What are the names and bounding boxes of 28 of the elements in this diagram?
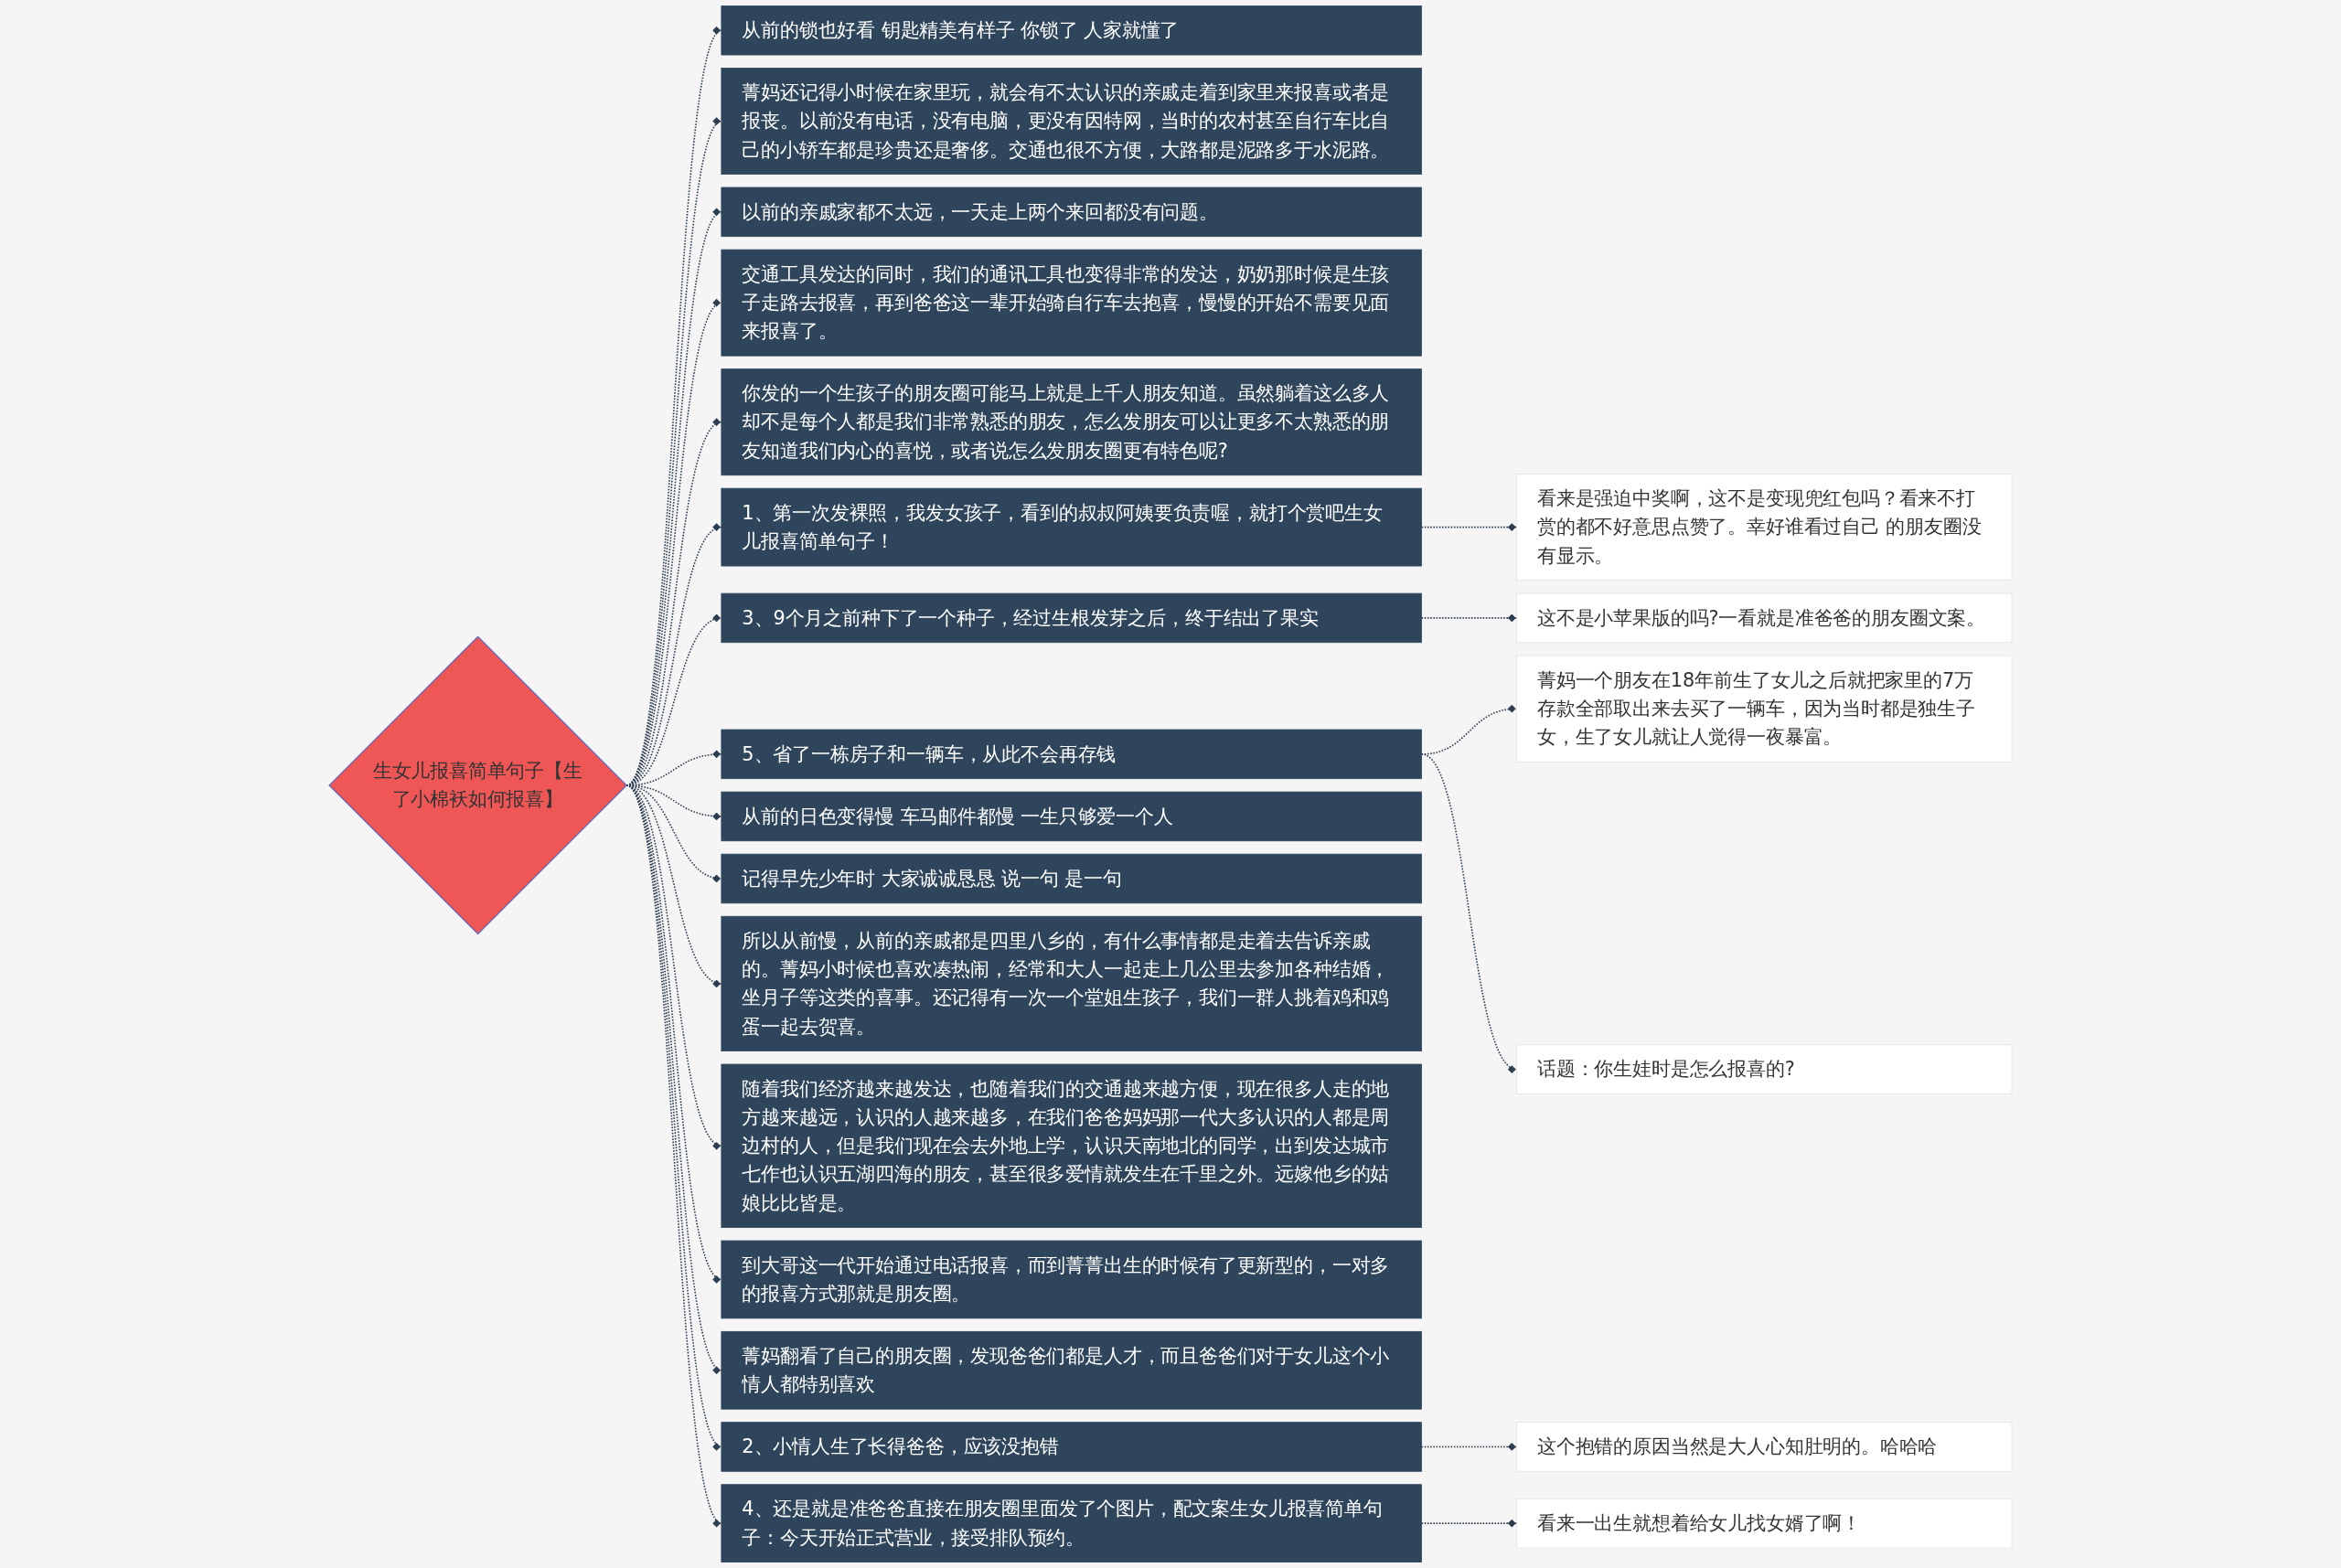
node-box: 从前的日色变得慢 车马邮件都慢 一生只够爱一个人 xyxy=(721,791,1422,842)
node-box: 话题：你生娃时是怎么报喜的? xyxy=(1516,1044,2013,1094)
node-box: 4、还是就是准爸爸直接在朋友圈里面发了个图片，配文案生女儿报喜简单句子：今天开始正式营业，接受排队预约。 xyxy=(721,1484,1422,1563)
node-box: 从前的锁也好看 钥匙精美有样子 你锁了 人家就懂了 xyxy=(721,5,1422,56)
connector xyxy=(1420,1443,1518,1451)
node-box: 3、9个月之前种下了一个种子，经过生根发芽之后，终于结出了果实 xyxy=(721,592,1422,644)
node-box: 所以从前慢，从前的亲戚都是四里八乡的，有什么事情都是走着去告诉亲戚的。菁妈小时候也喜欢凑热闹，经常和大人一起走上几公里去参加各种结婚，坐月子等这类的喜事。还记得有一次一个堂姐生孩子，我们一群人挑着鸡和鸡蛋一起去贺喜。 xyxy=(721,915,1422,1051)
node-box: 随着我们经济越来越发达，也随着我们的交通越来越方便，现在很多人走的地方越来越远，认识的人越来越多，在我们爸爸妈妈那一代大多认识的人都是周边村的人，但是我们现在会去外地上学，认识天南地北的同学，出到发达城市七作也认识五湖四海的朋友，甚至很多爱情就发生在千里之外。远嫁他乡的姑娘比比皆是。 xyxy=(721,1063,1422,1228)
connector xyxy=(1420,753,1518,1071)
node-box: 5、省了一栋房子和一辆车，从此不会再存钱 xyxy=(721,729,1422,780)
node-box: 看来一出生就想着给女儿找女婿了啊！ xyxy=(1516,1498,2013,1549)
node-box: 以前的亲戚家都不太远，一天走上两个来回都没有问题。 xyxy=(721,187,1422,238)
node-box: 菁妈翻看了自己的朋友圈，发现爸爸们都是人才，而且爸爸们对于女儿这个小情人都特别喜欢 xyxy=(721,1330,1422,1410)
connector xyxy=(1420,613,1518,623)
node-box: 到大哥这一代开始通过电话报喜，而到菁菁出生的时候有了更新型的，一对多的报喜方式那就是朋友圈。 xyxy=(721,1240,1422,1319)
connector xyxy=(1420,523,1518,531)
node-box: 菁妈还记得小时候在家里玩，就会有不太认识的亲戚走着到家里来报喜或者是报丧。以前没有电话，没有电脑，更没有因特网，当时的农村甚至自行车比自己的小轿车都是珍贵还是奢侈。交通也很不方便，大路都是泥路多于水泥路。 xyxy=(721,68,1422,175)
node-box: 2、小情人生了长得爸爸，应该没抱错 xyxy=(721,1422,1422,1472)
connector xyxy=(1420,1519,1518,1528)
node-box: 看来是强迫中奖啊，这不是变现兜红包吗？看来不打赏的都不好意思点赞了。幸好谁看过自己 的朋友圈没有显示。 xyxy=(1516,474,2013,581)
node-box: 交通工具发达的同时，我们的通讯工具也变得非常的发达，奶奶那时候是生孩子走路去报喜，再到爸爸这一辈开始骑自行车去抱喜，慢慢的开始不需要见面来报喜了。 xyxy=(721,249,1422,357)
node-box: 1、第一次发裸照，我发女孩子，看到的叔叔阿姨要负责喔，就打个赏吧生女儿报喜简单句子！ xyxy=(721,487,1422,567)
node-box: 你发的一个生孩子的朋友圈可能马上就是上千人朋友知道。虽然躺着这么多人却不是每个人都是我们非常熟悉的朋友，怎么发朋友可以让更多不太熟悉的朋友知道我们内心的喜悦，或者说怎么发朋友圈更有特色呢? xyxy=(721,368,1422,476)
node-box: 这不是小苹果版的吗?一看就是准爸爸的朋友圈文案。 xyxy=(1516,592,2013,644)
node-box: 记得早先少年时 大家诚诚恳恳 说一句 是一句 xyxy=(721,853,1422,904)
node-diamond: 生女儿报喜简单句子【生了小棉袄如何报喜】 xyxy=(328,635,628,935)
node-box: 菁妈一个朋友在18年前生了女儿之后就把家里的7万存款全部取出来去买了一辆车，因为当时都是独生子女，生了女儿就让人觉得一夜暴富。 xyxy=(1516,655,2013,763)
node-box: 这个抱错的原因当然是大人心知肚明的。哈哈哈 xyxy=(1516,1422,2013,1472)
